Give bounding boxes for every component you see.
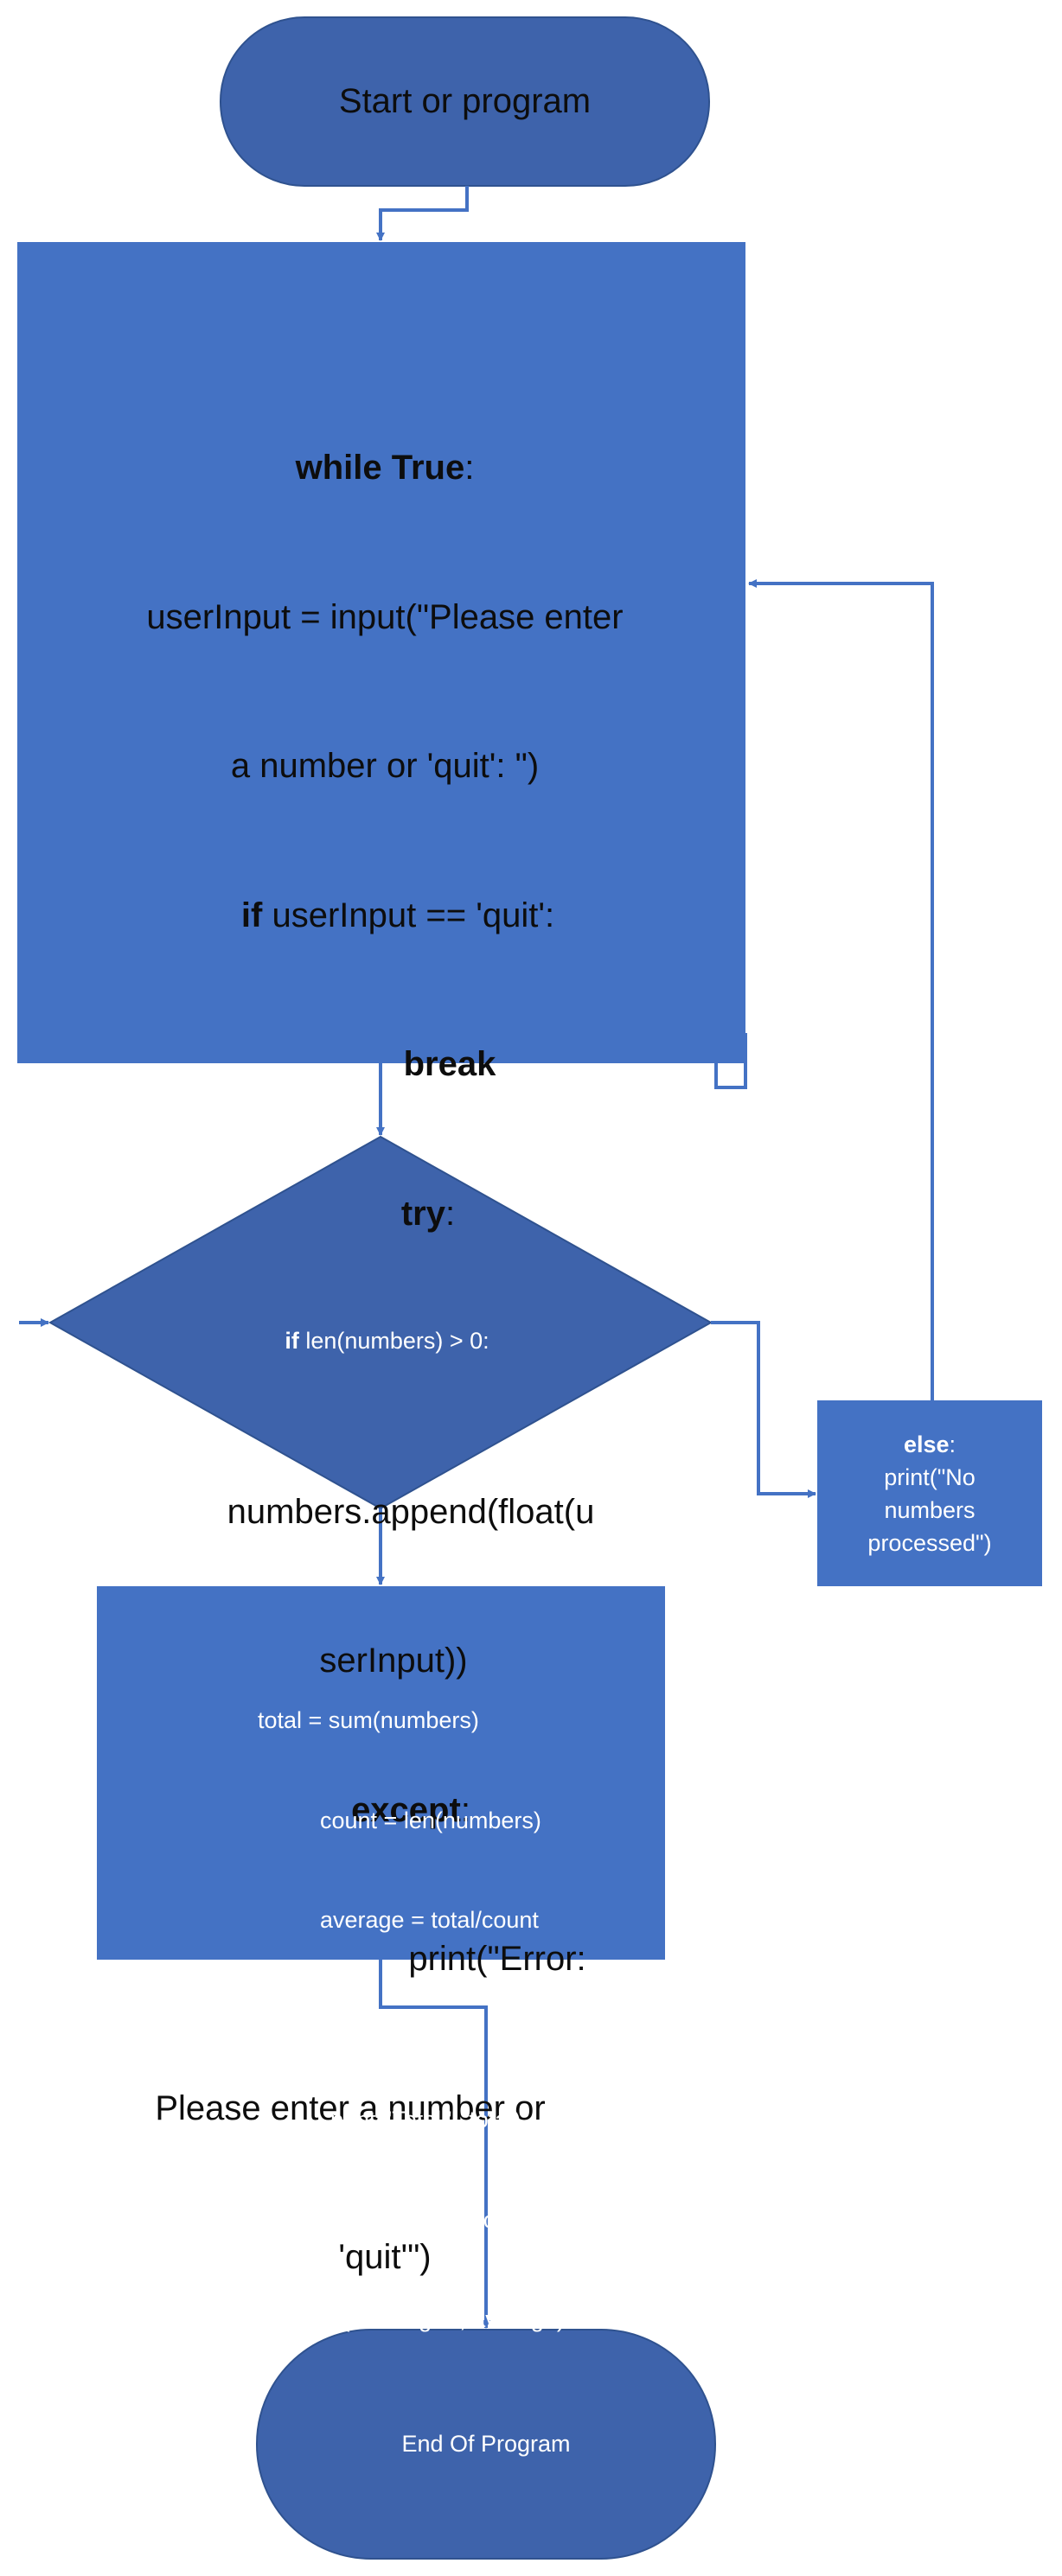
results-code: total = sum(numbers) count = len(numbers… xyxy=(199,1637,614,2369)
results-line-blank xyxy=(199,2004,614,2037)
else-process-box xyxy=(817,1400,1042,1586)
start-terminator xyxy=(220,16,710,187)
results-line-count: count = len(numbers) xyxy=(320,1807,541,1833)
loop-line-input-2: a number or 'quit': ") xyxy=(230,747,540,785)
loop-line-append-2: serInput)) xyxy=(319,1642,468,1680)
connector-else-to-loop xyxy=(748,579,934,1400)
results-line-total: total = sum(numbers) xyxy=(258,1707,479,1733)
end-terminator xyxy=(256,2329,716,2560)
else-label: else: print("No numbers processed") xyxy=(817,1400,1042,1586)
loop-code: while True: userInput = input("Please en… xyxy=(104,344,666,2332)
loop-line-if: if userInput == 'quit': xyxy=(240,896,555,934)
decision-label: if len(numbers) > 0: xyxy=(285,1328,489,1354)
loop-line-print-3: 'quit'") xyxy=(338,2238,432,2276)
end-label: End Of Program xyxy=(401,2431,571,2457)
else-line-3: processed") xyxy=(867,1529,992,1556)
else-line-keyword: else: xyxy=(903,1431,956,1457)
else-line-1: print("No xyxy=(884,1463,976,1490)
loop-line-input-1: userInput = input("Please enter xyxy=(146,597,624,636)
connector-start-to-loop xyxy=(376,186,469,241)
end-label-wrap: End Of Program xyxy=(257,2330,715,2559)
loop-process-box xyxy=(17,242,745,1063)
results-line-print-total: print("Total:", total) xyxy=(330,2107,521,2133)
else-line-2: numbers xyxy=(884,1496,976,1523)
connector-results-to-end xyxy=(379,1960,490,2329)
loop-line-print-1: print("Error: xyxy=(408,1940,586,1978)
results-line-average: average = total/count xyxy=(320,1907,539,1933)
results-line-print-count: print("Count:", count) xyxy=(320,2206,537,2233)
connector-loop-corner xyxy=(714,1033,747,1089)
connector-decision-to-else xyxy=(711,1321,816,1498)
start-label-wrap: Start or program xyxy=(221,17,709,186)
results-process-box xyxy=(97,1586,665,1960)
results-line-print-average: print("Average:", average) xyxy=(297,2306,565,2332)
loop-line-try: try: xyxy=(400,1194,456,1233)
loop-line-while: while True: xyxy=(295,449,475,487)
loop-line-break: break xyxy=(403,1045,496,1083)
loop-line-except: except: xyxy=(351,1790,470,1829)
loop-line-print-2: Please enter a number or xyxy=(155,2088,546,2127)
loop-line-append-1: numbers.append(float(u xyxy=(227,1492,595,1531)
start-label: Start or program xyxy=(338,82,592,120)
